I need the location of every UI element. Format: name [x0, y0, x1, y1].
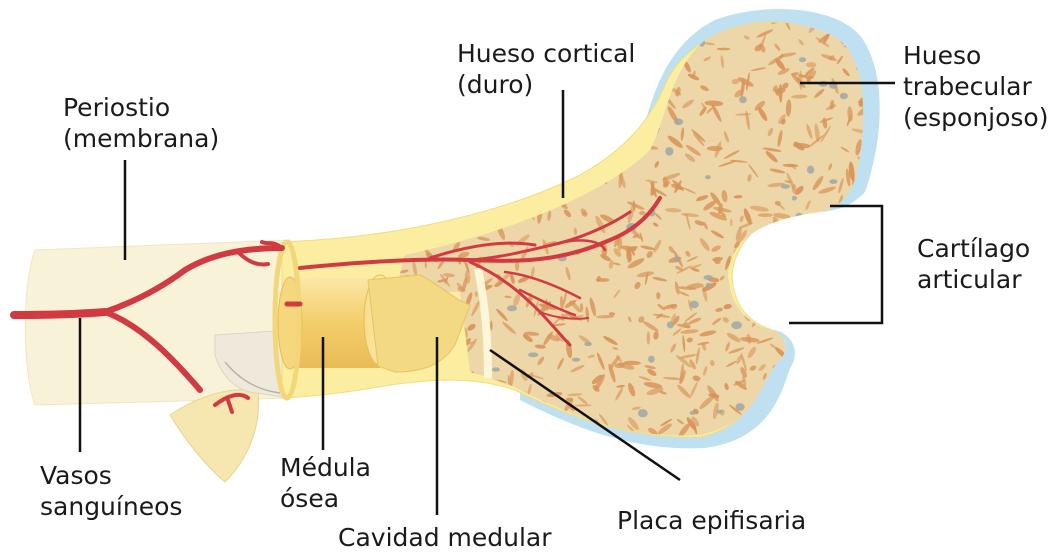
label-medula: Médula ósea — [280, 452, 371, 514]
label-cavidad: Cavidad medular — [338, 522, 552, 553]
label-hueso-trabecular: Hueso trabecular (esponjoso) — [903, 40, 1048, 133]
label-placa: Placa epifisaria — [617, 505, 806, 536]
leader-cartilago — [789, 206, 882, 323]
label-hueso-cortical: Hueso cortical (duro) — [457, 38, 635, 100]
label-cartilago: Cartílago articular — [917, 233, 1030, 295]
bone-marrow — [278, 275, 470, 372]
label-vasos: Vasos sanguíneos — [40, 460, 182, 522]
label-periostio: Periostio (membrana) — [63, 92, 219, 154]
